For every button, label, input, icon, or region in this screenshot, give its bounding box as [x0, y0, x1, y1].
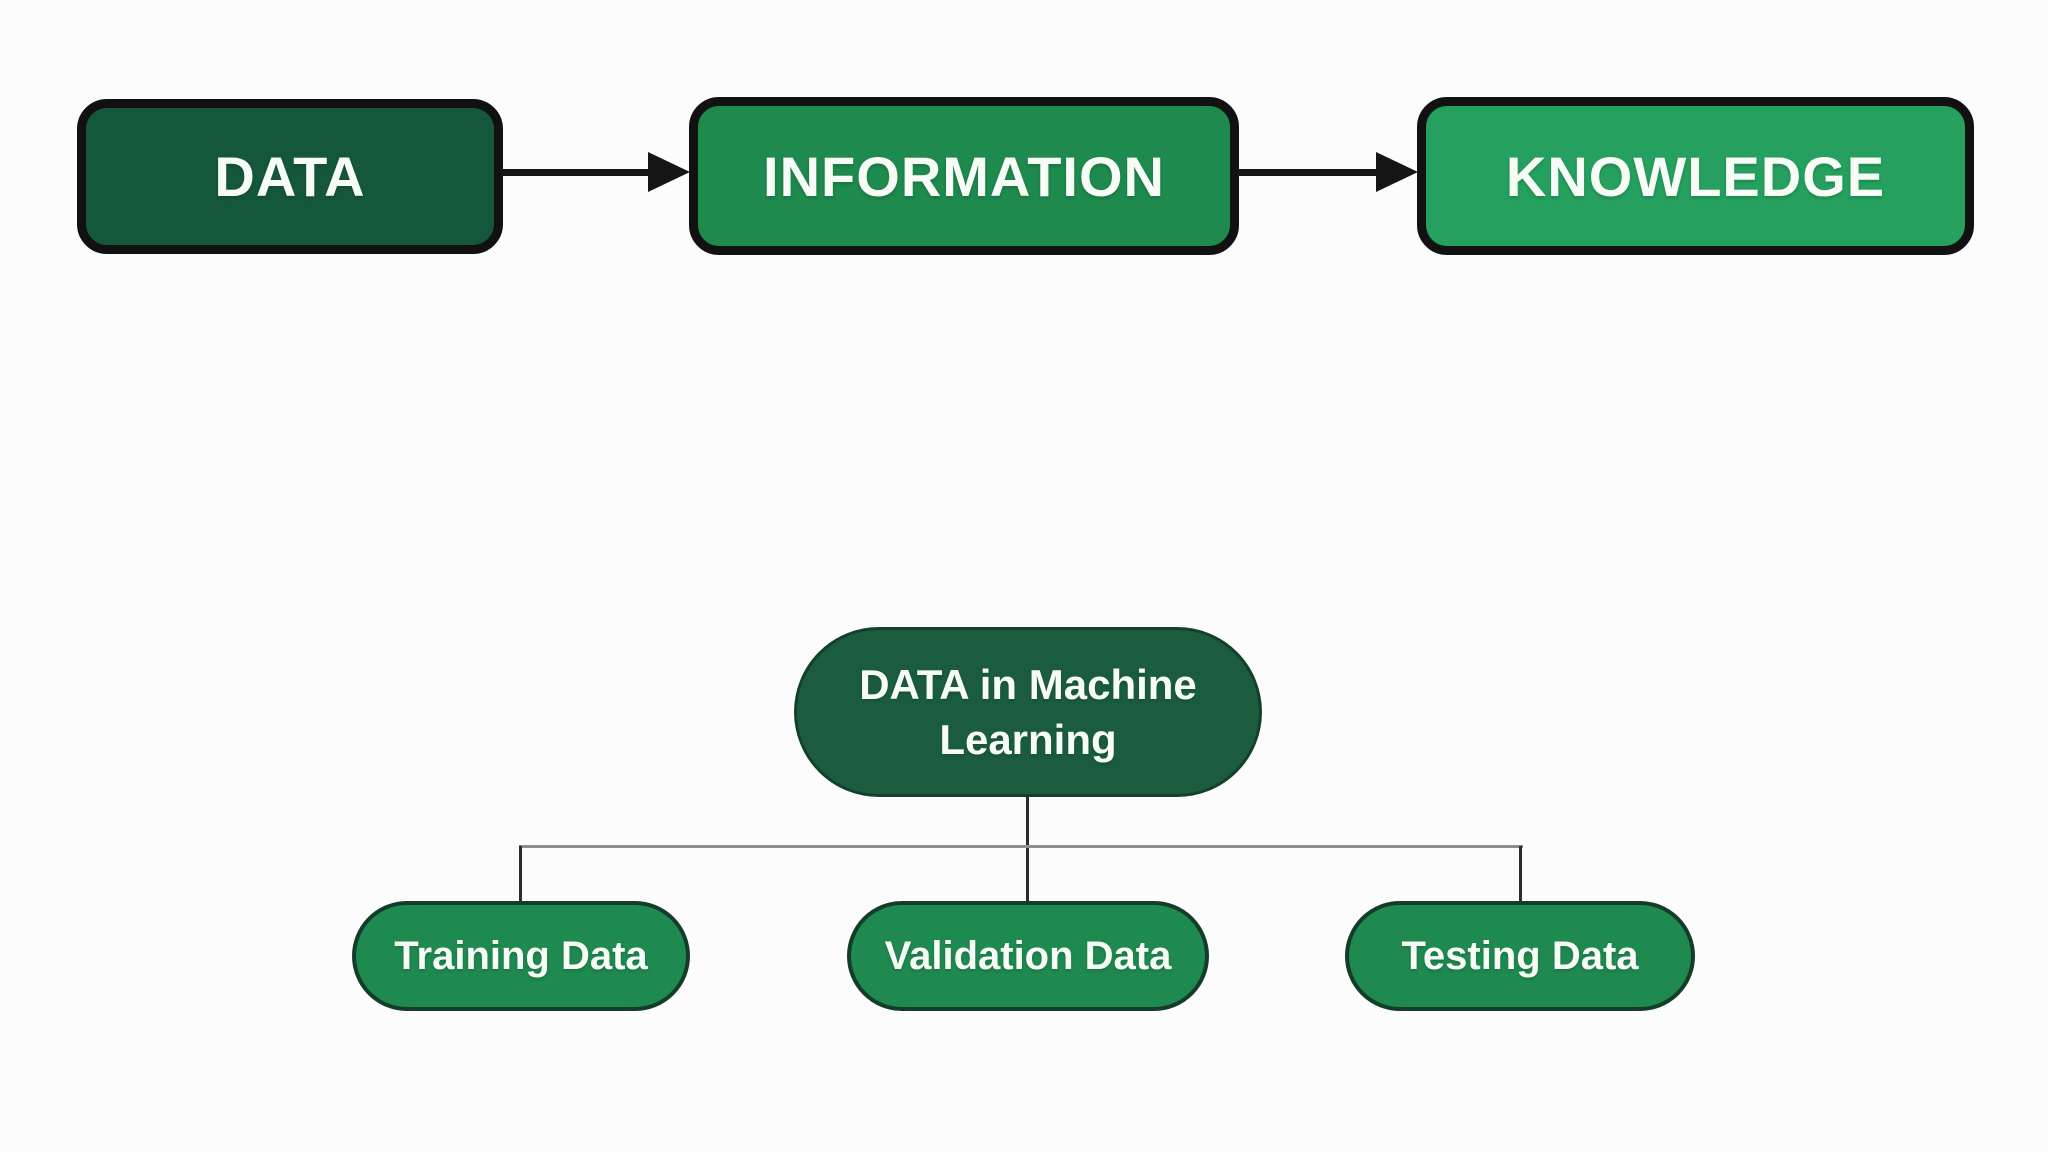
- flow-node-data: DATA: [77, 99, 503, 254]
- arrow-head-icon: [648, 152, 690, 192]
- tree-node-validation-data-label: Validation Data: [884, 933, 1172, 978]
- arrow-head-icon: [1376, 152, 1418, 192]
- flow-node-knowledge-label: KNOWLEDGE: [1505, 144, 1886, 208]
- arrow-shaft-information-to-knowledge: [1238, 169, 1380, 176]
- flow-node-information-label: INFORMATION: [763, 144, 1165, 208]
- arrow-shaft-data-to-information: [500, 169, 652, 176]
- connector-horizontal: [519, 845, 1523, 848]
- tree-root-node: DATA in Machine Learning: [794, 627, 1262, 797]
- connector-to-training: [519, 846, 522, 903]
- connector-to-testing: [1519, 846, 1522, 903]
- tree-node-training-data-label: Training Data: [394, 933, 648, 978]
- flow-node-information: INFORMATION: [689, 97, 1239, 255]
- flow-node-data-label: DATA: [214, 145, 366, 208]
- tree-node-validation-data: Validation Data: [847, 901, 1209, 1011]
- flow-node-knowledge: KNOWLEDGE: [1417, 97, 1974, 255]
- connector-root-to-validation: [1026, 795, 1029, 903]
- tree-node-testing-data-label: Testing Data: [1401, 933, 1639, 978]
- tree-root-label: DATA in Machine Learning: [859, 660, 1197, 763]
- tree-node-training-data: Training Data: [352, 901, 690, 1011]
- tree-node-testing-data: Testing Data: [1345, 901, 1695, 1011]
